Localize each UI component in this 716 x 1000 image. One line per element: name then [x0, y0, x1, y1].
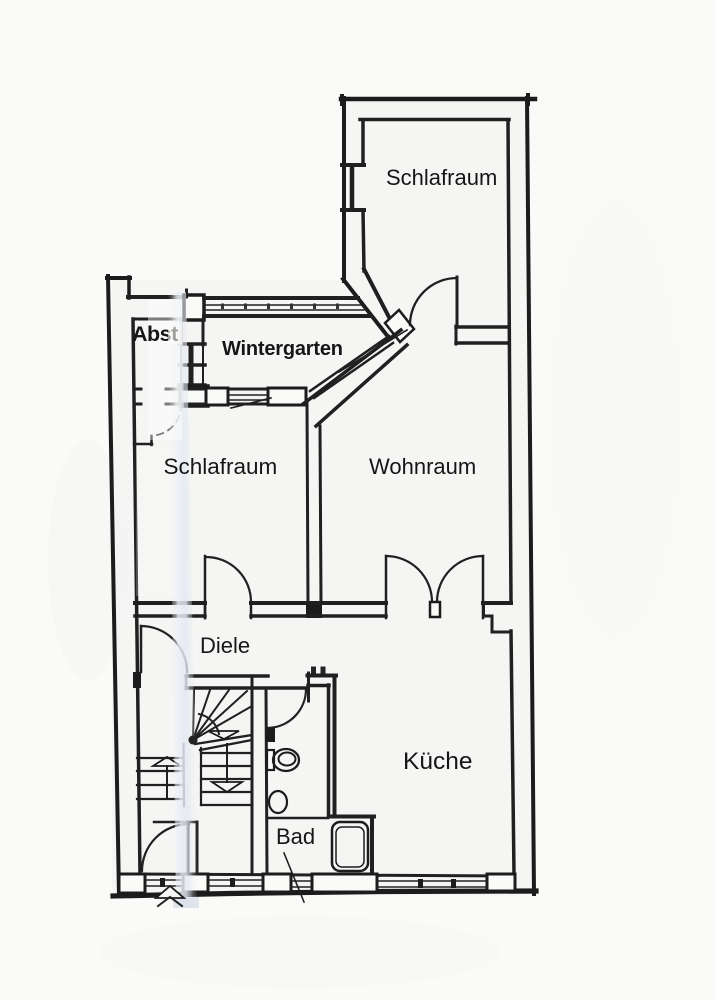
- svg-text:Küche: Küche: [403, 748, 472, 775]
- svg-text:Bad: Bad: [276, 824, 315, 849]
- svg-text:Wintergarten: Wintergarten: [222, 338, 343, 360]
- svg-text:Schlafraum: Schlafraum: [386, 165, 497, 190]
- svg-text:Diele: Diele: [200, 633, 250, 658]
- svg-text:Schlafraum: Schlafraum: [164, 454, 278, 479]
- svg-text:Wohnraum: Wohnraum: [369, 454, 476, 479]
